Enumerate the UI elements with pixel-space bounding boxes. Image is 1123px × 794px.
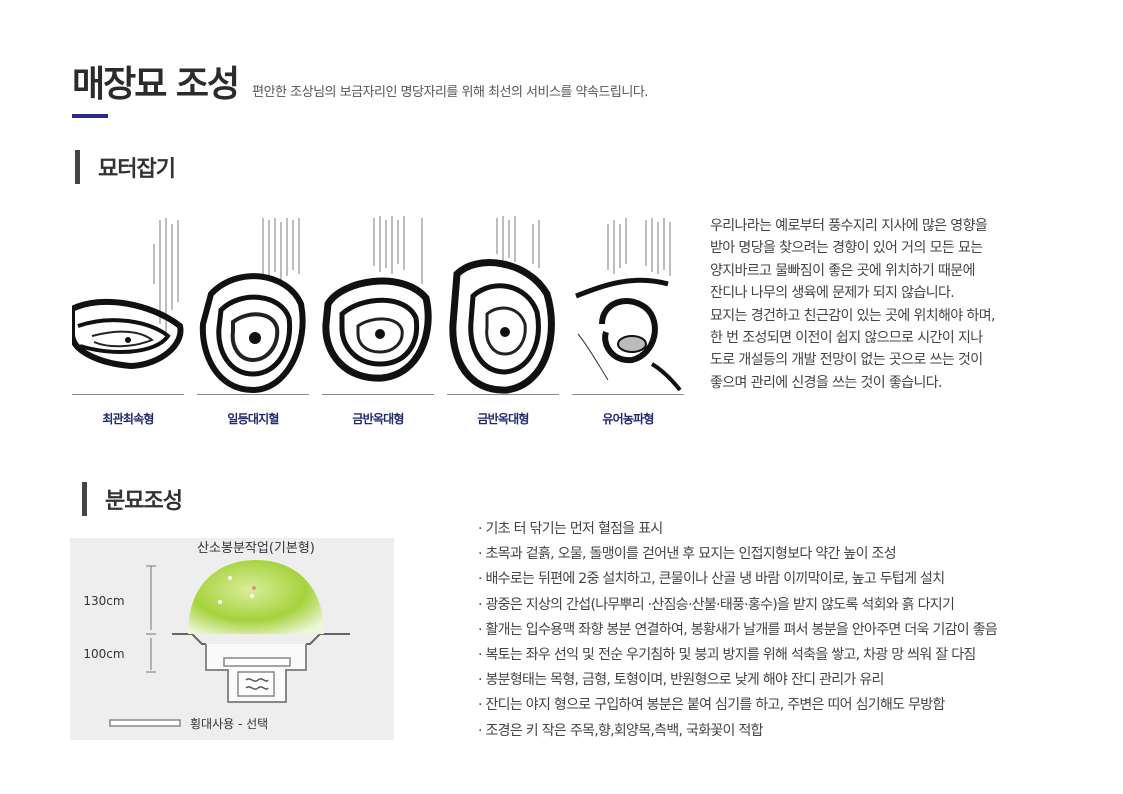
description-line: 양지바르고 물빠짐이 좋은 곳에 위치하기 때문에 [710,262,975,279]
page-subtitle: 편안한 조상님의 보금자리인 명당자리를 위해 최선의 서비스를 약속드립니다. [252,85,648,100]
list-item: · 활개는 입수용맥 좌향 봉분 연결하여, 봉황새가 날개를 펴서 봉분을 안… [478,621,998,638]
construction-steps-list: · 기초 터 닦기는 먼저 혈점을 표시 · 초목과 겉흙, 오물, 돌맹이를 … [478,517,1118,744]
description-line: 도로 개설등의 개발 전망이 없는 곳으로 쓰는 것이 [710,352,983,369]
feng-shui-map-item: 최관최속형 [69,214,184,434]
feng-shui-map-item: 일등대지혈 [197,214,309,434]
list-item: · 조경은 키 작은 주목,향,회양목,측백, 국화꽃이 적합 [478,722,764,739]
list-item: · 복토는 좌우 선익 및 전순 우기침하 및 붕괴 방지를 위해 석축을 쌓고… [478,647,976,664]
feng-shui-map-icon [199,218,306,394]
map-label: 최관최속형 [102,412,154,426]
map-label: 일등대지혈 [227,412,279,426]
section-title: 묘터잡기 [98,157,176,182]
feng-shui-maps: 최관최속형 일등대지혈 [69,214,684,434]
section-title: 분묘조성 [105,489,183,514]
page-title: 매장묘 조성 [72,64,240,105]
mound-construction-diagram: 산소봉분작업(기본형) 130cm 100cm 횡대사용 - 선택 [70,538,394,740]
diagram-legend: 횡대사용 - 선택 [190,717,268,731]
dimension-label-bottom: 100cm [83,647,124,661]
section-bar [75,150,80,184]
page-header: 매장묘 조성 편안한 조상님의 보금자리인 명당자리를 위해 최선의 서비스를 … [72,55,648,107]
description-line: 한 번 조성되면 이전이 쉽지 않으므로 시간이 지나 [710,330,983,347]
diagram-title: 산소봉분작업(기본형) [197,541,315,556]
feng-shui-map-item: 금반옥대형 [322,214,434,434]
map-label: 유어농파형 [602,412,654,426]
site-selection-description: 우리나라는 예로부터 풍수지리 지사에 많은 영향을 받아 명당을 찾으려는 경… [710,215,1070,394]
dimension-label-top: 130cm [83,594,124,608]
description-line: 잔디나 나무의 생육에 문제가 되지 않습니다. [710,285,955,302]
list-item: · 잔디는 야지 형으로 구입하여 봉분은 붙여 심기를 하고, 주변은 띠어 … [478,697,945,714]
list-item: · 봉분형태는 목형, 금형, 토형이며, 반원형으로 낮게 해야 잔디 관리가… [478,672,884,689]
description-line: 좋으며 관리에 신경을 쓰는 것이 좋습니다. [710,374,942,391]
section-header-grave-construction: 분묘조성 [82,482,183,516]
list-item: · 기초 터 닦기는 먼저 혈점을 표시 [478,521,663,537]
feng-shui-map-icon [575,218,682,392]
feng-shui-map-icon [449,216,555,394]
feng-shui-map-item: 금반옥대형 [447,214,559,434]
list-item: · 광중은 지상의 간섭(나무뿌리 ·산짐승·산불·태풍·홍수)을 받지 않도록… [478,596,955,613]
list-item: · 배수로는 뒤편에 2중 설치하고, 큰물이나 산골 냉 바람 이끼막이로, … [478,571,945,588]
title-underline [72,114,108,118]
list-item: · 초목과 겉흙, 오물, 돌맹이를 걷어낸 후 묘지는 인접지형보다 약간 높… [478,546,897,563]
map-label: 금반옥대형 [477,412,529,426]
feng-shui-map-icon [322,216,432,382]
description-line: 받아 명당을 찾으려는 경향이 있어 거의 모든 묘는 [710,240,983,257]
description-line: 묘지는 경건하고 친근감이 있는 곳에 위치해야 하며, [710,307,995,324]
feng-shui-map-item: 유어농파형 [572,214,684,434]
feng-shui-map-icon [69,218,184,370]
section-header-site-selection: 묘터잡기 [75,150,176,184]
map-label: 금반옥대형 [352,412,404,426]
grave-mound-diagram-icon: 산소봉분작업(기본형) 130cm 100cm 횡대사용 - 선택 [83,541,350,731]
section-bar [82,482,87,516]
description-line: 우리나라는 예로부터 풍수지리 지사에 많은 영향을 [710,218,988,234]
